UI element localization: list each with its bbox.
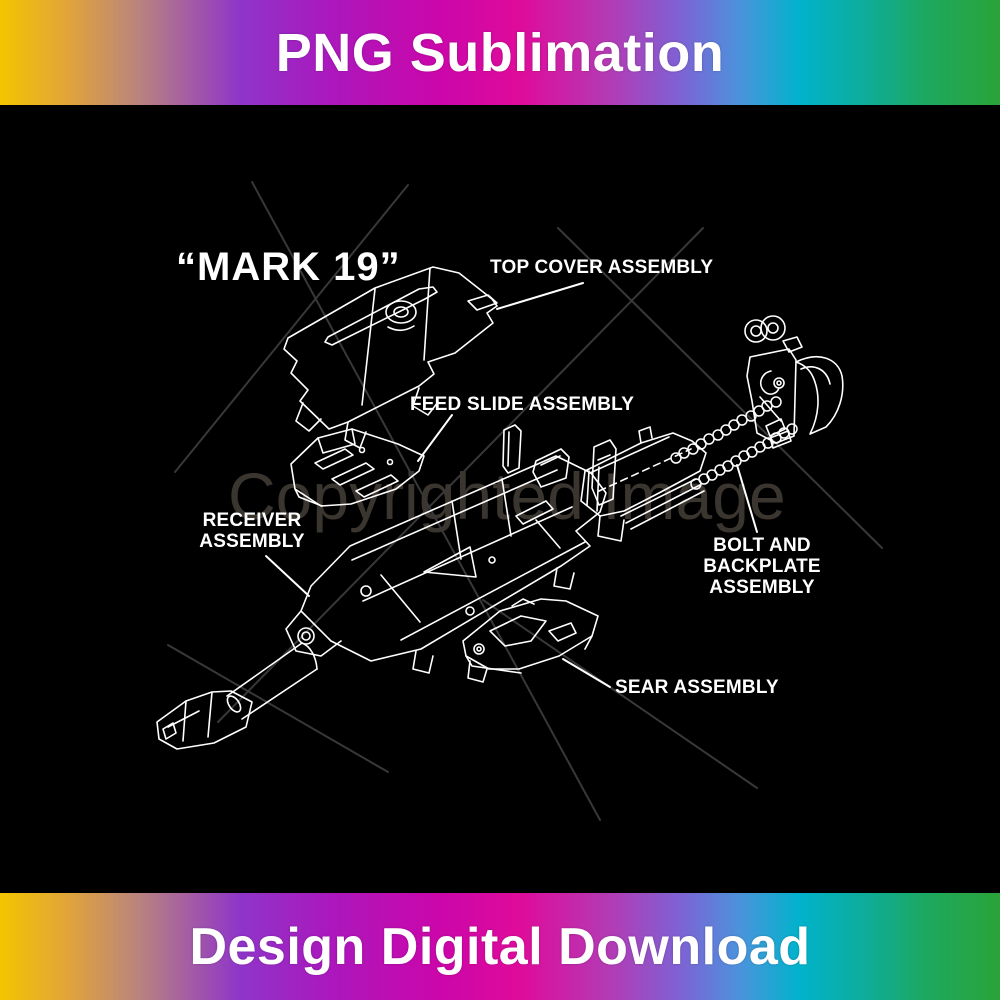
top-banner: PNG Sublimation bbox=[0, 0, 1000, 105]
label-bolt-line2: BACKPLATE bbox=[703, 556, 821, 577]
leader-lines bbox=[265, 282, 758, 688]
design-area: Copyrighted Image bbox=[0, 105, 1000, 893]
label-sear-assembly: SEAR ASSEMBLY bbox=[615, 677, 779, 698]
sear-drawing bbox=[462, 598, 599, 683]
label-receiver-assembly: RECEIVER ASSEMBLY bbox=[196, 510, 308, 552]
bottom-banner: Design Digital Download bbox=[0, 893, 1000, 1000]
bolt-drawing bbox=[580, 426, 707, 542]
exploded-diagram-line-art bbox=[156, 181, 883, 821]
feed-slide-drawing bbox=[290, 428, 425, 507]
label-bolt-line3: ASSEMBLY bbox=[709, 577, 815, 598]
top-cover-drawing bbox=[283, 266, 498, 449]
label-feed-slide-assembly: FEED SLIDE ASSEMBLY bbox=[410, 394, 635, 415]
label-bolt-backplate-assembly: BOLT AND BACKPLATE ASSEMBLY bbox=[700, 535, 824, 598]
label-top-cover-assembly: TOP COVER ASSEMBLY bbox=[490, 257, 714, 278]
top-banner-text: PNG Sublimation bbox=[275, 22, 725, 83]
label-bolt-line1: BOLT AND bbox=[713, 535, 811, 556]
receiver-drawing bbox=[285, 424, 617, 674]
label-receiver-line2: ASSEMBLY bbox=[199, 531, 305, 552]
label-receiver-line1: RECEIVER bbox=[202, 510, 302, 531]
backplate-drawing bbox=[744, 315, 844, 449]
diagram-title: “MARK 19” bbox=[176, 245, 401, 289]
barrel-drawing bbox=[156, 642, 318, 750]
bottom-banner-text: Design Digital Download bbox=[189, 917, 811, 976]
